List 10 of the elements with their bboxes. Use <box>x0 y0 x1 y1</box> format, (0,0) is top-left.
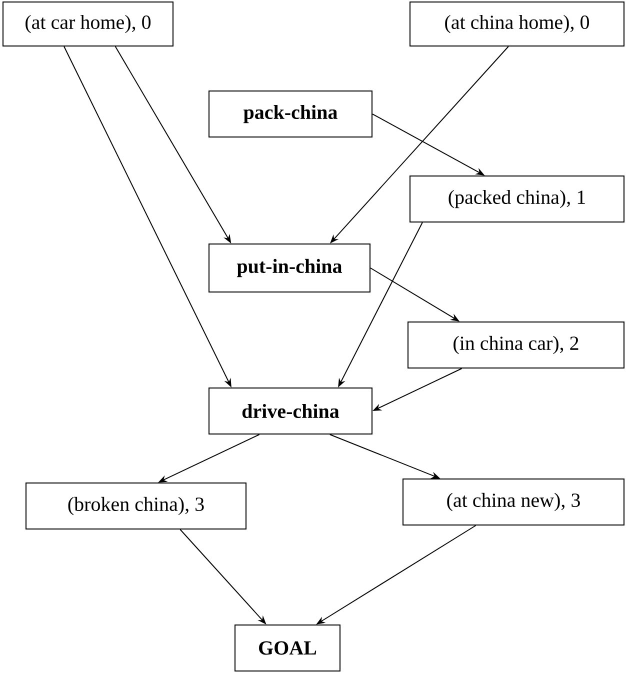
node-box: (in china car), 2 <box>408 322 624 368</box>
node-box: (at china new), 3 <box>402 478 624 526</box>
node-box: (broken china), 3 <box>26 482 246 530</box>
node-box: put-in-china <box>208 244 370 292</box>
node-box: (packed china), 1 <box>410 176 624 222</box>
node-box: GOAL <box>234 624 340 672</box>
node-box: (at china home), 0 <box>410 2 624 46</box>
node-box: pack-china <box>208 90 372 138</box>
node-box: (at car home), 0 <box>2 2 174 46</box>
node-box: drive-china <box>208 388 372 434</box>
